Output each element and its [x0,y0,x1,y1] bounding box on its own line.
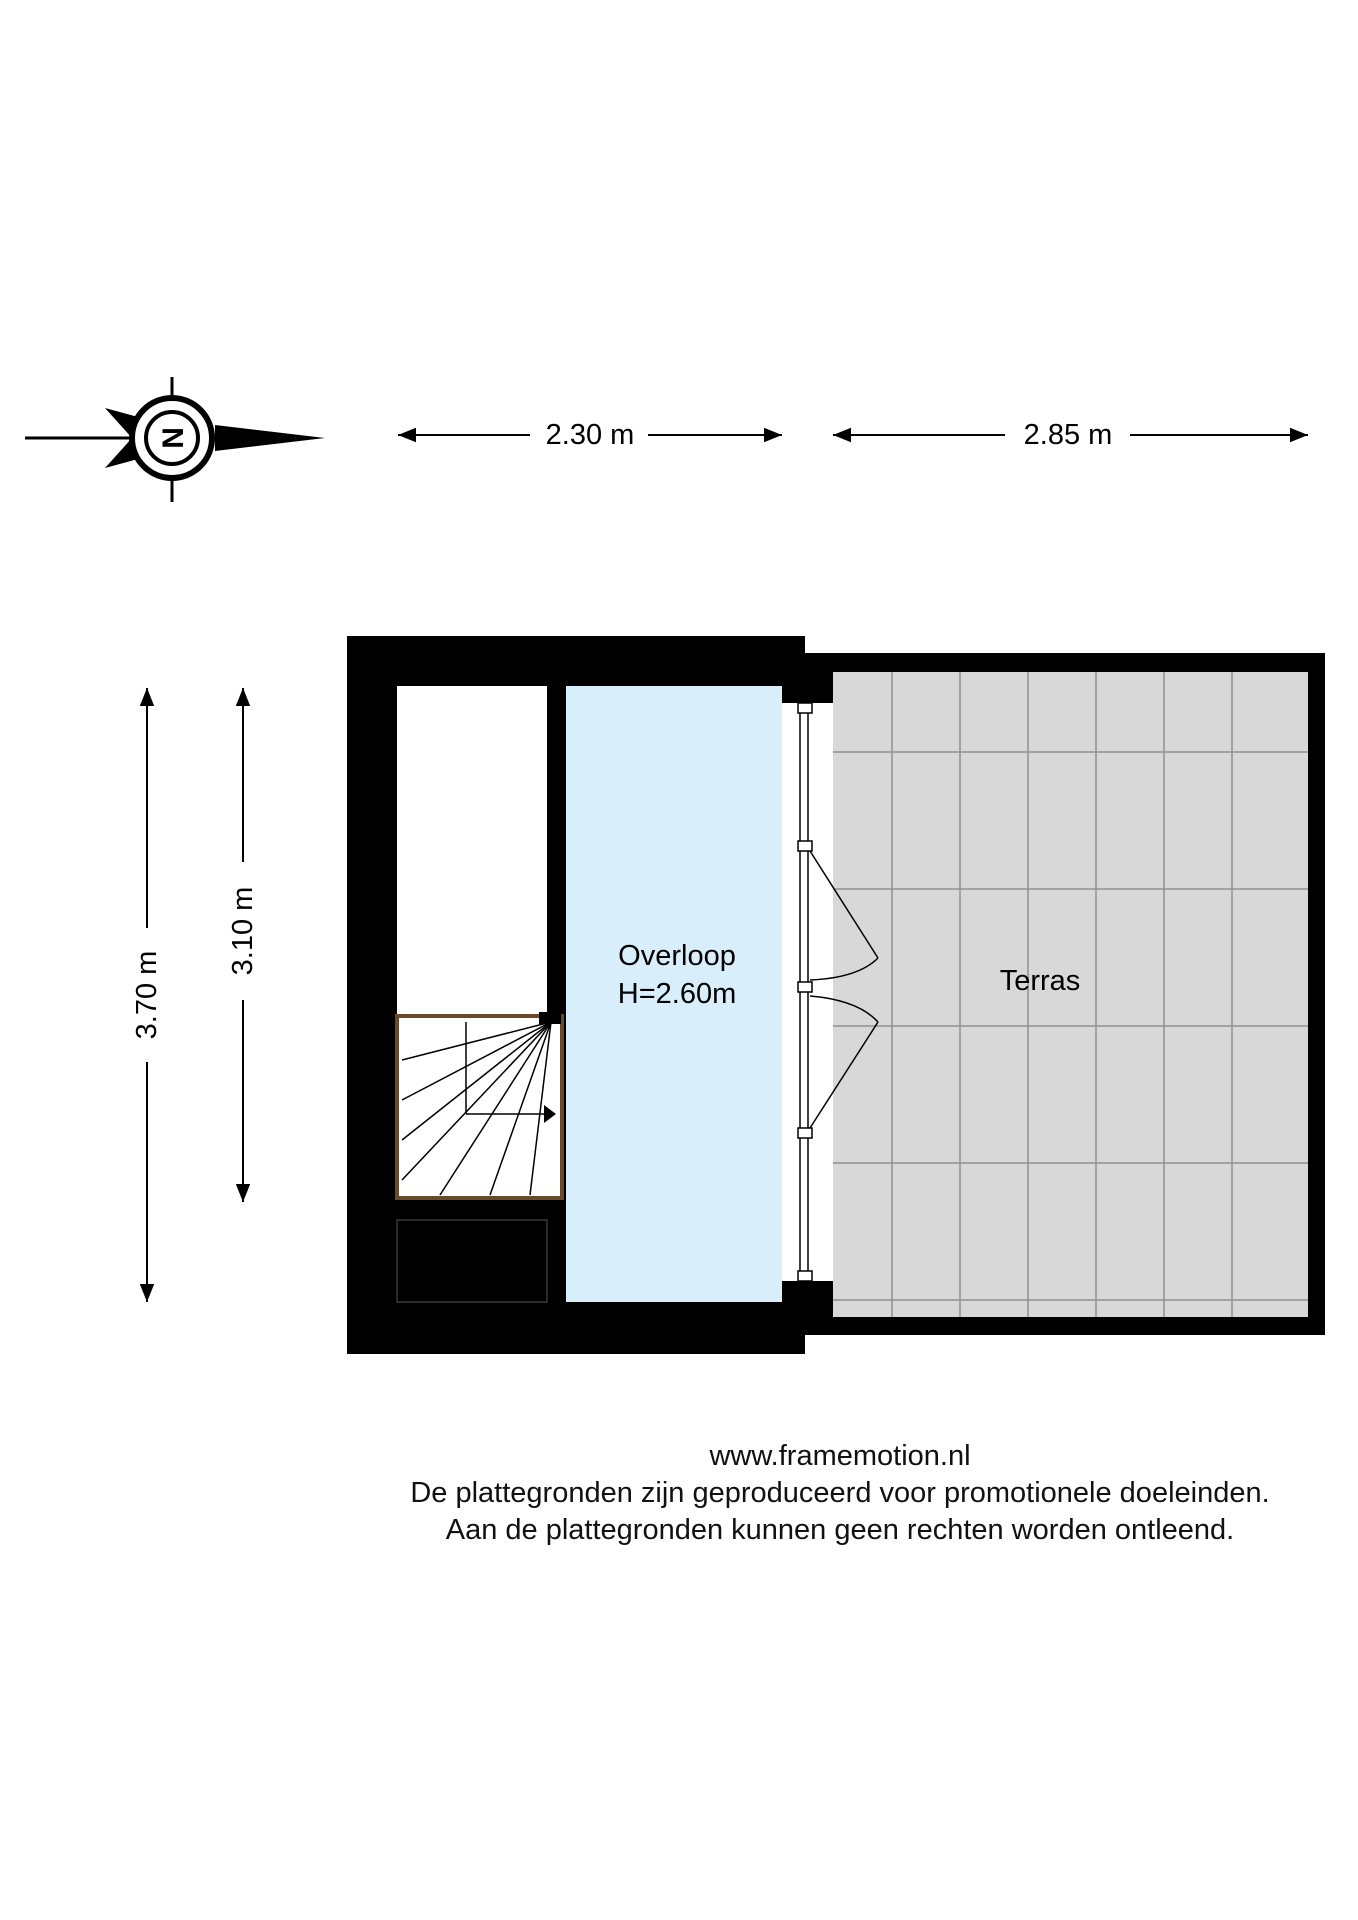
overloop-height-label: H=2.60m [618,978,736,1010]
disclaimer-line-1: De plattegronden zijn geproduceerd voor … [410,1477,1270,1509]
cupboard [396,1219,548,1303]
dimension-label-top-left: 2.30 m [546,419,635,451]
stair-direction-arrow [544,1105,556,1123]
terras-room [833,672,1308,1317]
dimension-top-left: 2.30 m [398,419,782,451]
door-strip [782,702,833,1282]
dimension-label-left-inner: 3.10 m [227,887,259,976]
stairwell [395,1012,564,1200]
website-link[interactable]: www.framemotion.nl [709,1440,971,1472]
terras-label: Terras [1000,965,1081,997]
terras-door-swing [809,850,879,1129]
dimension-left-outer: 3.70 m [131,688,163,1302]
overloop-room [566,686,782,1302]
compass-icon: N [25,377,325,502]
footer: www.framemotion.nl De plattegronden zijn… [330,1438,1350,1549]
storage-room [397,686,547,1016]
overloop-label: Overloop [618,940,736,972]
disclaimer-line-2: Aan de plattegronden kunnen geen rechten… [445,1514,1235,1546]
compass-north-label: N [156,427,189,449]
dimension-left-inner: 3.10 m [227,688,259,1202]
dimension-label-left-outer: 3.70 m [131,951,163,1040]
dimension-top-right: 2.85 m [833,419,1308,451]
dimension-label-top-right: 2.85 m [1024,419,1113,451]
